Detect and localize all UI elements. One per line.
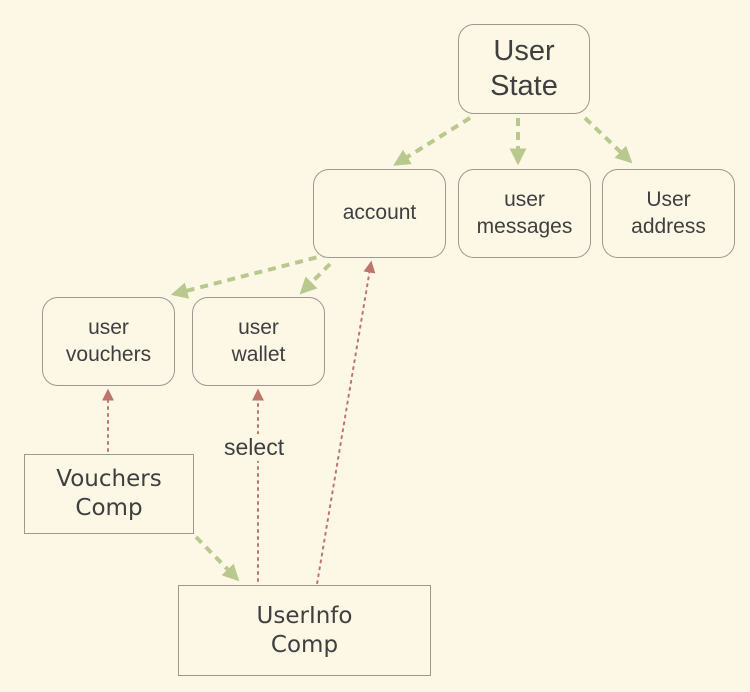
- node-user-state-line1: User: [493, 35, 555, 68]
- node-user-state-line2: State: [490, 70, 558, 102]
- node-vouchers-comp-line2: Comp: [75, 495, 143, 521]
- node-user-messages-line1: user: [504, 188, 545, 212]
- node-user-wallet-line2: wallet: [231, 342, 286, 366]
- node-user-messages-line2: messages: [476, 214, 573, 238]
- node-userinfo-comp-line1: UserInfo: [256, 602, 353, 629]
- edge-account-wallet: [299, 262, 332, 295]
- node-account: account: [313, 169, 446, 258]
- edge-userinfocomp-account: [315, 260, 376, 591]
- edge-userstate-address: [583, 116, 633, 164]
- node-user-address-line1: User: [646, 188, 691, 212]
- edge-label-select: select: [222, 434, 287, 461]
- node-user-address-line2: address: [631, 214, 706, 238]
- node-userinfo-comp-line2: Comp: [270, 631, 339, 658]
- node-user-vouchers-line1: user: [88, 316, 129, 340]
- node-user-wallet: user wallet: [192, 297, 325, 386]
- node-user-vouchers: user vouchers: [42, 297, 175, 386]
- edge-userstate-account: [393, 116, 472, 166]
- node-userinfo-comp: UserInfo Comp: [178, 585, 431, 676]
- edge-voucherscomp-userinfocomp: [194, 535, 240, 582]
- node-user-vouchers-line2: vouchers: [65, 342, 152, 366]
- node-user-wallet-line1: user: [238, 316, 279, 340]
- node-vouchers-comp-line1: Vouchers: [56, 466, 162, 493]
- node-account-label: account: [342, 201, 417, 225]
- node-user-messages: user messages: [458, 169, 591, 258]
- node-vouchers-comp: Vouchers Comp: [24, 454, 194, 534]
- node-user-state: User State: [458, 24, 590, 114]
- node-user-address: User address: [602, 169, 735, 258]
